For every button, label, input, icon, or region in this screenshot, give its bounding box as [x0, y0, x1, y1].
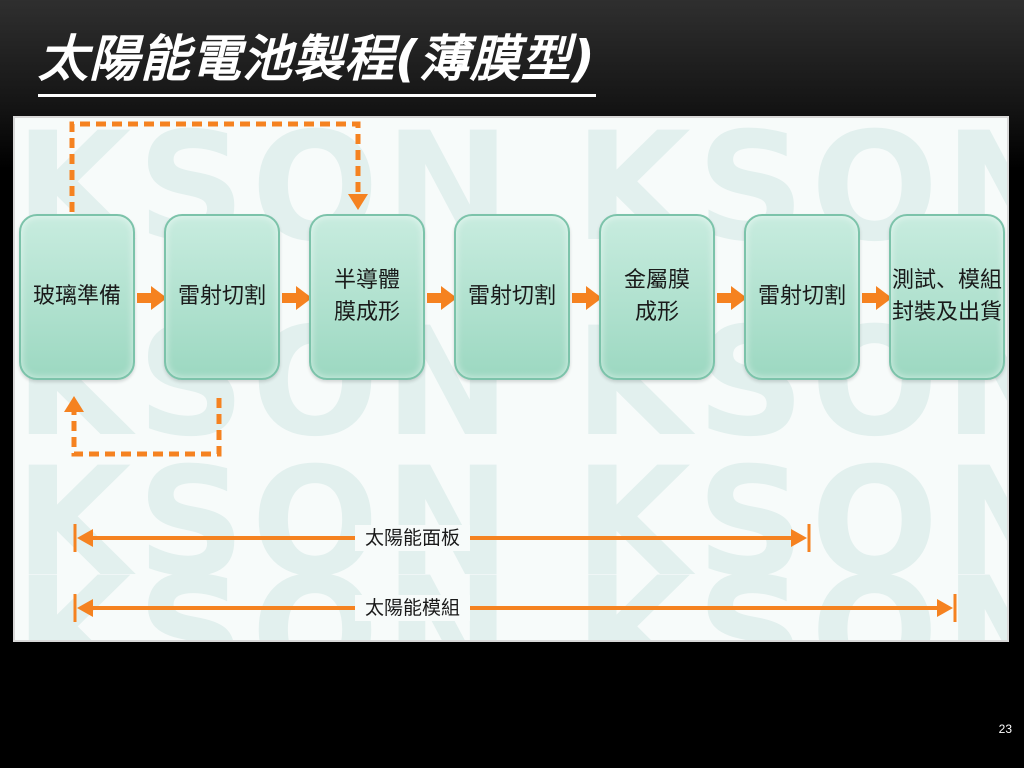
page-number: 23: [998, 722, 1012, 736]
step-semiconductor-film: 半導體 膜成形: [309, 214, 425, 380]
watermark-row-3: KSON KSON KSON KS: [15, 436, 1007, 610]
step-metal-film: 金屬膜 成形: [599, 214, 715, 380]
dashed-loop-bottom: [71, 398, 222, 457]
dashed-loop-top: [69, 121, 361, 212]
connector-layer: [64, 121, 957, 622]
flow-arrow-3: [427, 286, 457, 310]
flow-arrow-1: [137, 286, 167, 310]
process-diagram: KSON KSON KSON KS KSON KSON KSON KS KSON…: [13, 116, 1009, 642]
step-label: 半導體 膜成形: [333, 268, 400, 325]
step-laser-cut-1: 雷射切割: [164, 214, 280, 380]
step-test-package-ship: 測試、模組 封裝及出貨: [889, 214, 1005, 380]
step-label: 雷射切割: [177, 284, 266, 309]
step-label: 測試、模組 封裝及出貨: [891, 268, 1002, 325]
step-label: 雷射切割: [757, 284, 846, 309]
step-glass-preparation: 玻璃準備: [19, 214, 135, 380]
dashed-loop-bottom-arrowhead: [64, 396, 84, 412]
dashed-loop-top-arrowhead: [348, 194, 368, 210]
range-label-panel: 太陽能面板: [355, 525, 471, 551]
range-label-module: 太陽能模組: [355, 595, 471, 621]
watermark-row-4: KSON KSON KSON KS: [15, 546, 1007, 642]
step-label: 玻璃準備: [32, 284, 121, 309]
step-label: 雷射切割: [467, 284, 556, 309]
flow-arrow-6: [862, 286, 892, 310]
flow-arrow-4: [572, 286, 602, 310]
slide-title: 太陽能電池製程(薄膜型): [38, 24, 596, 97]
step-laser-cut-3: 雷射切割: [744, 214, 860, 380]
flow-arrow-2: [282, 286, 312, 310]
step-label: 金屬膜 成形: [623, 268, 690, 325]
range-bar-module: [73, 594, 957, 622]
step-laser-cut-2: 雷射切割: [454, 214, 570, 380]
flow-arrow-5: [717, 286, 747, 310]
